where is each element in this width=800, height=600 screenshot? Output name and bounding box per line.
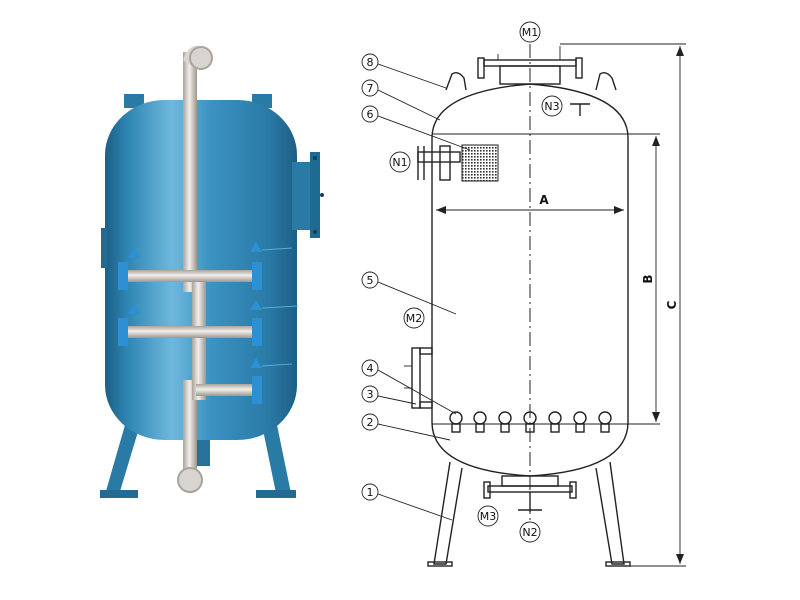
dimension-a-label: A — [539, 193, 549, 207]
callout-6: 6 — [361, 105, 379, 123]
callout-4: 4 — [361, 359, 379, 377]
svg-text:5: 5 — [367, 274, 374, 287]
dimension-c: C — [560, 43, 686, 567]
vent-n3 — [570, 103, 590, 116]
vertical-inlet-pipe — [177, 45, 213, 493]
dimension-b: B — [641, 136, 660, 422]
svg-text:4: 4 — [367, 362, 374, 375]
svg-text:7: 7 — [367, 82, 374, 95]
nozzle-cap — [523, 411, 537, 433]
svg-text:M3: M3 — [480, 510, 497, 523]
header-pipe-middle — [118, 318, 262, 346]
svg-text:1: 1 — [367, 486, 374, 499]
side-manhole-m2 — [404, 347, 433, 409]
technical-drawing: A B C 8 7 — [361, 21, 686, 567]
callout-3: 3 — [361, 385, 379, 403]
svg-text:N1: N1 — [392, 156, 407, 169]
lifting-lug-left — [445, 71, 467, 91]
callout-7: 7 — [361, 79, 379, 97]
distributor-nozzles — [449, 411, 612, 433]
tag-m3: M3 — [477, 505, 499, 527]
header-pipe-upper — [118, 262, 262, 290]
tag-m1: M1 — [519, 21, 541, 43]
tag-n1: N1 — [389, 151, 411, 173]
dimension-a: A — [436, 193, 624, 214]
nozzle-cap — [498, 411, 512, 433]
callout-5: 5 — [361, 271, 379, 289]
bottom-outlet-m3-n2 — [483, 475, 577, 512]
nozzle-cap — [573, 411, 587, 433]
callout-2: 2 — [361, 413, 379, 431]
svg-text:6: 6 — [367, 108, 374, 121]
tag-m2: M2 — [403, 307, 425, 329]
svg-text:M2: M2 — [406, 312, 423, 325]
lifting-lug-right — [595, 71, 617, 91]
nozzle-cap — [449, 411, 463, 433]
leader-lines — [377, 63, 471, 521]
tag-n2: N2 — [519, 521, 541, 543]
svg-text:8: 8 — [367, 56, 374, 69]
svg-text:N3: N3 — [544, 100, 559, 113]
inlet-nozzle-n1 — [417, 144, 499, 182]
svg-text:2: 2 — [367, 416, 374, 429]
svg-text:M1: M1 — [522, 26, 539, 39]
svg-text:3: 3 — [367, 388, 374, 401]
tag-n3: N3 — [541, 95, 563, 117]
dimension-c-label: C — [665, 300, 679, 309]
top-manhole-m1 — [477, 46, 583, 85]
sand-filter-tank-render — [100, 45, 324, 498]
callout-1: 1 — [361, 483, 379, 501]
nozzle-cap — [473, 411, 487, 433]
valve-actuators — [128, 242, 299, 368]
vessel-outline — [431, 83, 629, 477]
svg-text:N2: N2 — [522, 526, 537, 539]
nozzle-cap — [598, 411, 612, 433]
dimension-b-label: B — [641, 274, 655, 283]
side-manhole — [292, 152, 324, 238]
inlet-strainer-mesh — [461, 144, 499, 182]
drawing-legs — [427, 461, 631, 567]
header-pipe-lower — [196, 376, 262, 404]
nozzle-cap — [548, 411, 562, 433]
callout-8: 8 — [361, 53, 379, 71]
